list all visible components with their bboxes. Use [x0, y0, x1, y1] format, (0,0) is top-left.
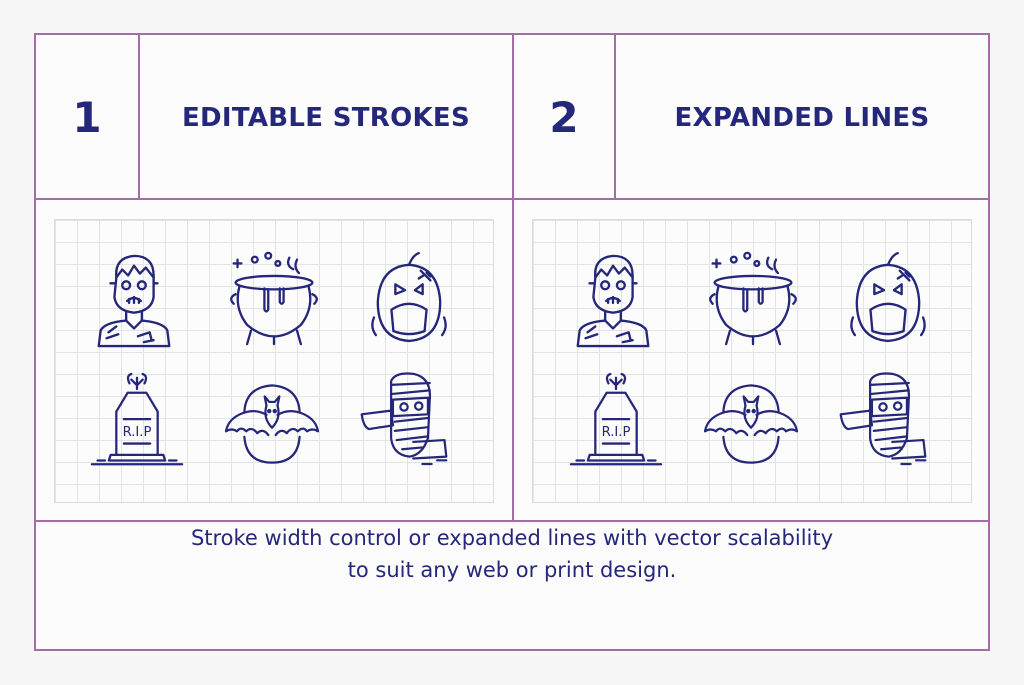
zombie-icon [571, 250, 655, 348]
cauldron-icon [705, 250, 801, 346]
divider-header-left [138, 35, 140, 200]
bat-icon [224, 378, 320, 470]
divider-header-right [614, 35, 616, 200]
pumpkin-icon [849, 248, 927, 348]
panel-2-title: EXPANDED LINES [674, 102, 930, 133]
panel-1-number: 1 [72, 93, 102, 142]
divider-caption-top [36, 520, 988, 522]
bat-icon [703, 378, 799, 470]
tombstone-icon: R.I.P [569, 372, 663, 470]
tombstone-text: R.I.P [602, 425, 631, 440]
tombstone-icon: R.I.P [90, 372, 184, 470]
caption-line-2: to suit any web or print design. [347, 558, 677, 582]
caption: Stroke width control or expanded lines w… [0, 522, 1024, 586]
caption-line-1: Stroke width control or expanded lines w… [190, 526, 834, 550]
divider-header-bottom [36, 198, 988, 200]
zombie-icon [92, 250, 176, 348]
pumpkin-icon [370, 248, 448, 348]
panel-2-number: 2 [549, 93, 579, 142]
tombstone-text: R.I.P [123, 425, 152, 440]
divider-center [512, 35, 514, 522]
panel-1-title: EDITABLE STROKES [181, 102, 471, 133]
mummy-icon [356, 372, 452, 466]
cauldron-icon [226, 250, 322, 346]
mummy-icon [835, 372, 931, 466]
